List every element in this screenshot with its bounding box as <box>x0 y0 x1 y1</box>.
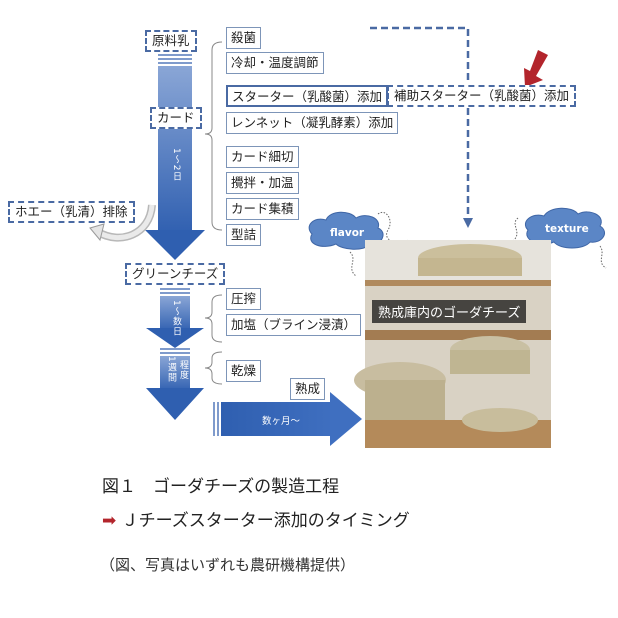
duration-label-3b: 程度 <box>178 360 188 380</box>
step-drying: 乾燥 <box>226 360 262 382</box>
dashed-connector <box>370 26 470 218</box>
step-sterilization: 殺菌 <box>226 27 262 49</box>
stage-curd: カード <box>150 107 202 129</box>
figure-credit: （図、写真はいずれも農研機構提供） <box>100 556 356 574</box>
red-arrow-icon: ➡ <box>102 511 117 531</box>
step-brackets <box>204 41 223 385</box>
duration-label-1: 1〜2日 <box>171 148 181 182</box>
ripening-arrow <box>213 392 362 446</box>
process-arrow-1 <box>145 54 205 260</box>
step-cooling: 冷却・温度調節 <box>226 52 324 74</box>
cheese-photo <box>354 240 551 448</box>
flavor-cloud-label: flavor <box>330 227 365 239</box>
stage-ripening: 熟成 <box>290 378 326 400</box>
step-molding: 型詰 <box>226 224 262 246</box>
duration-label-3a: 1週間 <box>166 356 176 383</box>
stage-green-cheese: グリーンチーズ <box>125 263 226 285</box>
step-rennet-addition: レンネット（凝乳酵素）添加 <box>226 112 399 134</box>
step-pressing: 圧搾 <box>226 288 262 310</box>
figure-title: 図１ ゴーダチーズの製造工程 <box>102 477 340 497</box>
step-curd-cutting: カード細切 <box>226 146 299 168</box>
stage-whey-removal: ホエー（乳清）排除 <box>8 201 135 223</box>
flavor-cloud: flavor <box>308 211 384 250</box>
supplementary-starter-box: 補助スターター（乳酸菌）添加 <box>387 85 577 107</box>
figure-legend: ➡ Ｊチーズスターター添加のタイミング <box>102 506 410 531</box>
duration-label-ripening: 数ヶ月〜 <box>262 416 301 427</box>
texture-cloud-label: texture <box>545 223 589 235</box>
step-starter-addition: スターター（乳酸菌）添加 <box>226 85 389 107</box>
stage-raw-milk: 原料乳 <box>145 30 197 52</box>
step-curd-collection: カード集積 <box>226 198 299 220</box>
photo-label: 熟成庫内のゴーダチーズ <box>372 300 527 323</box>
highlight-red-arrow <box>524 50 548 87</box>
diagram-graphics: flavor texture <box>89 26 607 448</box>
whey-curve-arrow <box>89 204 156 242</box>
step-stirring-heating: 攪拌・加温 <box>226 172 299 194</box>
texture-cloud: texture <box>524 207 605 249</box>
connector-arrowhead <box>463 218 473 228</box>
process-arrow-2 <box>146 288 204 348</box>
duration-label-2: 1〜数日 <box>171 300 181 337</box>
process-arrow-3 <box>146 348 204 420</box>
step-salting: 加塩（ブライン浸漬） <box>226 314 362 336</box>
figure-legend-text: Ｊチーズスターター添加のタイミング <box>121 511 410 531</box>
